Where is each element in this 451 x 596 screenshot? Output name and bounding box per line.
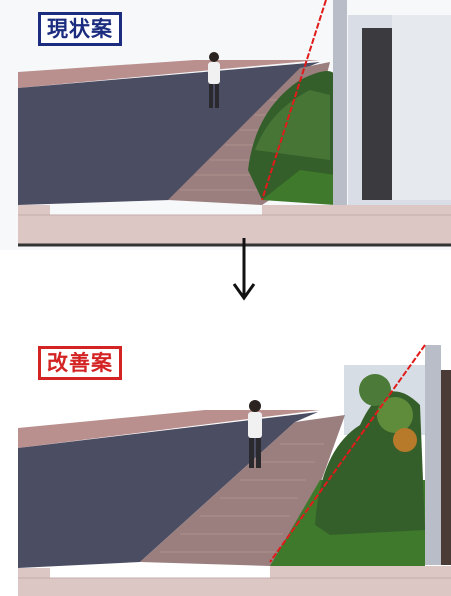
down-arrow-icon	[232, 238, 256, 301]
far-curb	[18, 60, 320, 88]
gate-pillar	[333, 0, 347, 205]
road	[18, 412, 318, 568]
sightline	[261, 0, 327, 201]
current-plan-scene	[0, 0, 451, 250]
improved-plan-scene	[0, 330, 451, 596]
curb	[18, 566, 451, 596]
pedestrian-icon	[248, 400, 262, 468]
current-plan-panel: 現状案	[0, 0, 451, 250]
improved-plan-panel: 改善案	[0, 330, 451, 596]
road	[18, 62, 320, 205]
pedestrian-icon	[208, 52, 220, 108]
current-plan-label: 現状案	[38, 12, 122, 46]
improved-plan-label: 改善案	[38, 346, 122, 380]
sightline	[269, 344, 426, 563]
gate-pillar	[425, 345, 441, 565]
